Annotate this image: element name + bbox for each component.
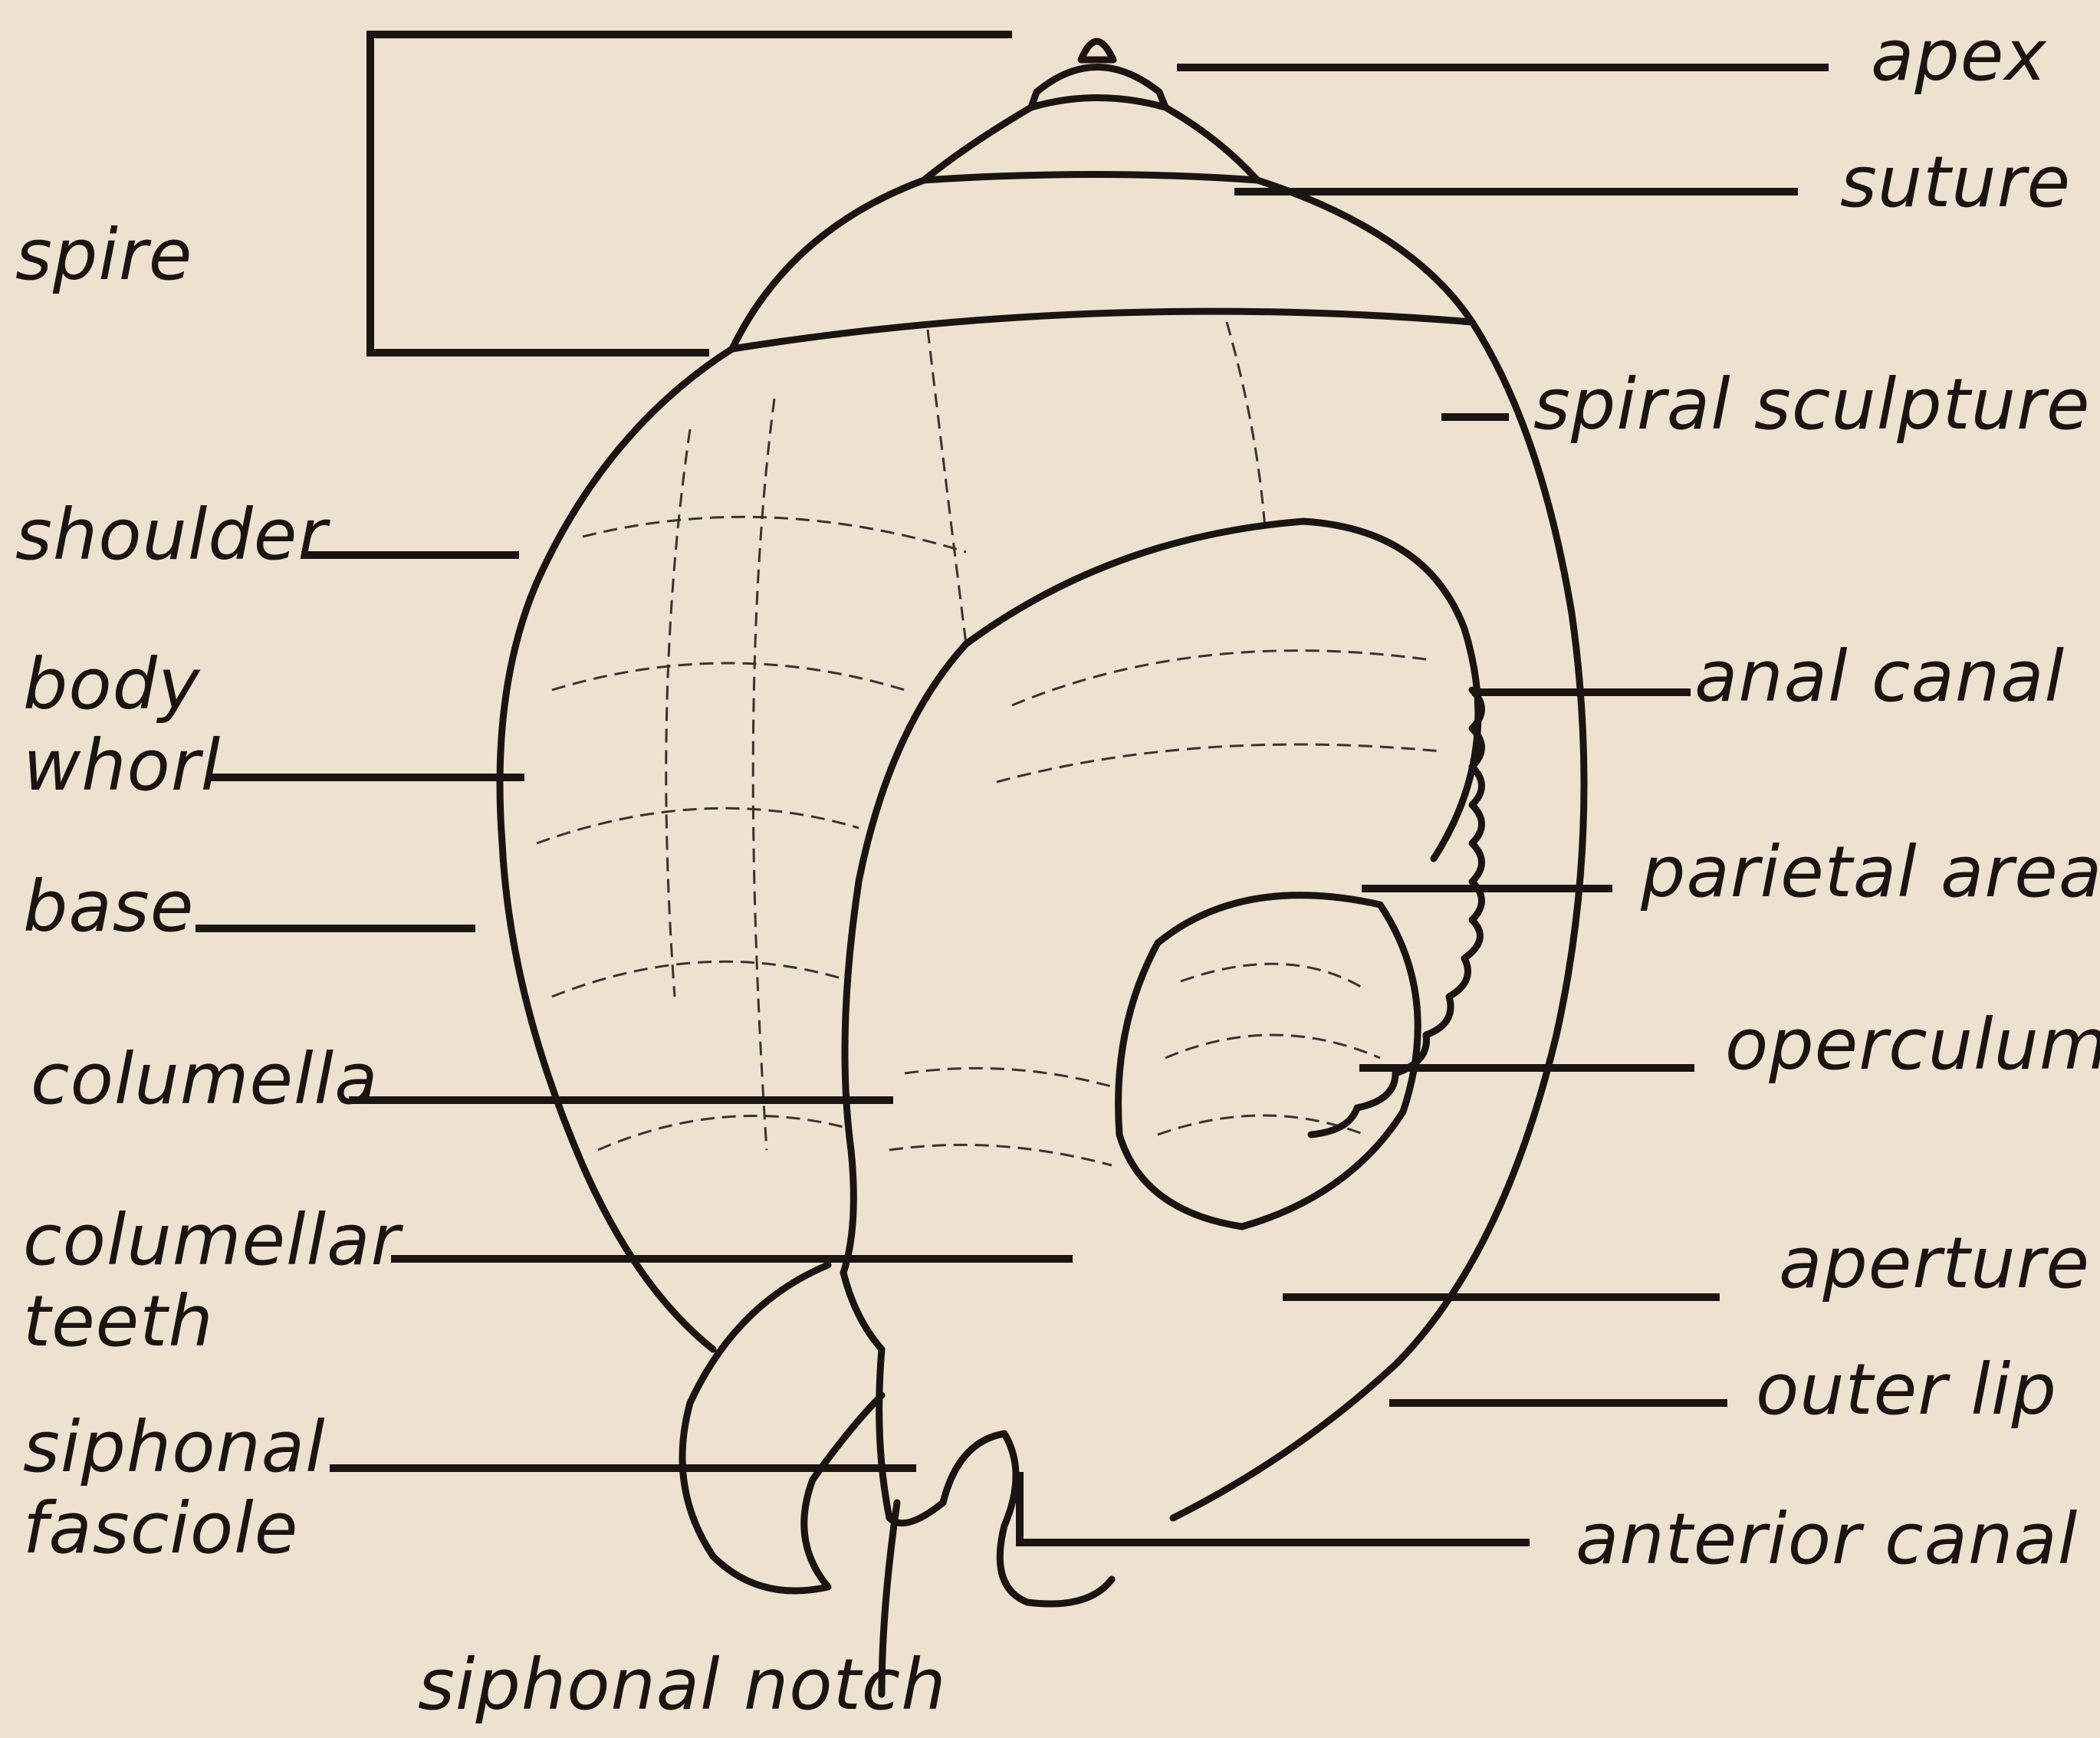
label-suture: suture: [1840, 142, 2071, 223]
right-outline: [1173, 322, 1584, 1518]
leader-anterior-canal: [1020, 1472, 1530, 1543]
parietal-line-2: [997, 744, 1441, 782]
label-anal-canal: anal canal: [1694, 636, 2065, 718]
axial-line-4: [753, 399, 774, 1150]
siphonal-fasciole: [682, 1265, 882, 1591]
spiral-line-4: [552, 961, 851, 997]
spiral-line-2: [552, 663, 905, 690]
label-siphonal-fasciole: siphonal fasciole: [23, 1407, 422, 1569]
axial-line-1: [928, 330, 966, 644]
spire-whorl-2: [924, 107, 1257, 180]
label-columellar-teeth-line2: teeth: [23, 1281, 422, 1362]
axial-line-3: [666, 429, 690, 997]
label-operculum: operculum: [1725, 1004, 2100, 1086]
label-siphonal-fasciole-line2: fasciole: [23, 1488, 422, 1569]
label-columella: columella: [31, 1039, 378, 1120]
body-whorl-outline: [500, 349, 732, 1349]
fasciole-inner: [879, 1349, 943, 1523]
label-siphonal-fasciole-line1: siphonal: [23, 1407, 422, 1488]
label-base: base: [23, 866, 194, 948]
aperture-line-2: [889, 1145, 1112, 1165]
parietal-line-1: [1012, 651, 1426, 705]
label-columellar-teeth: columellar teeth: [23, 1200, 422, 1362]
parietal-wall: [966, 521, 1478, 859]
spiral-line-3: [537, 808, 859, 843]
spire-bracket: [370, 34, 1012, 353]
label-spire: spire: [15, 215, 192, 296]
label-parietal-area: parietal area: [1641, 832, 2100, 913]
spiral-line-5: [598, 1115, 843, 1150]
aperture-line-1: [905, 1068, 1119, 1089]
apex-tip: [1081, 41, 1113, 60]
label-apex: apex: [1871, 15, 2047, 97]
label-aperture: aperture: [1779, 1223, 2090, 1304]
anterior-canal: [943, 1434, 1112, 1604]
operculum-ring-1: [1181, 964, 1365, 989]
label-columellar-teeth-line1: columellar: [23, 1200, 422, 1281]
label-body-whorl: body whorl: [23, 644, 422, 807]
label-siphonal-notch: siphonal notch: [418, 1644, 947, 1726]
label-body-whorl-line1: body: [23, 644, 422, 725]
label-body-whorl-line2: whorl: [23, 725, 422, 807]
operculum-ring-2: [1165, 1035, 1380, 1058]
label-outer-lip: outer lip: [1756, 1349, 2057, 1431]
spiral-line-1: [583, 517, 966, 552]
spire-whorl-top: [1031, 67, 1165, 108]
columella: [843, 644, 966, 1349]
spire-whorl-3: [732, 180, 1472, 349]
operculum-outline: [1119, 895, 1418, 1227]
label-shoulder: shoulder: [15, 494, 327, 576]
label-anterior-canal: anterior canal: [1576, 1499, 2078, 1580]
axial-line-2: [1227, 322, 1265, 529]
label-spiral-sculpture: spiral sculpture: [1533, 364, 2090, 445]
